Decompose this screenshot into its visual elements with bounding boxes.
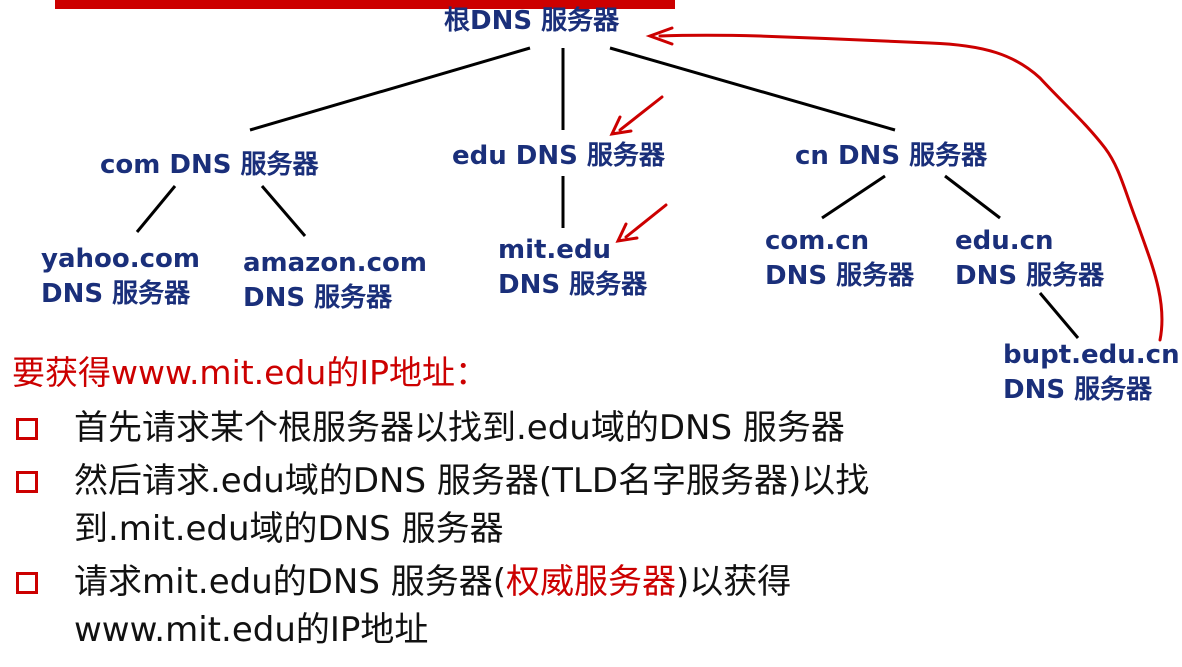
cn-dns-server: cn DNS 服务器 [795,141,988,171]
arrow-to-edu-head [609,115,633,136]
bullet-item-2: 然后请求.edu域的DNS 服务器(TLD名字服务器)以找 到.mit.edu域… [12,457,1172,553]
bullet-list: 首先请求某个根服务器以找到.edu域的DNS 服务器 然后请求.edu域的DNS… [12,404,1172,659]
authoritative-server-highlight: 权威服务器 [506,562,677,602]
edge-cn-comcn [821,174,886,220]
amazon-dns-server: amazon.com DNS 服务器 [243,248,427,313]
bullet-square-icon [16,418,38,440]
edu-dns-server: edu DNS 服务器 [452,141,665,171]
edge-root-com [249,46,531,132]
arrow-to-mit-shaft [624,203,668,239]
bullet-item-1: 首先请求某个根服务器以找到.edu域的DNS 服务器 [12,404,1172,452]
intro-heading: 要获得www.mit.edu的IP地址： [12,353,488,392]
bupt-dns-server: bupt.edu.cn DNS 服务器 [1003,340,1180,405]
mit-dns-server: mit.edu DNS 服务器 [498,235,648,300]
top-accent-bar [55,0,675,9]
educn-dns-server: edu.cn DNS 服务器 [955,226,1105,291]
query-path-arrowhead [645,26,674,46]
com-dns-server: com DNS 服务器 [100,150,319,180]
bullet-item-3: 请求mit.edu的DNS 服务器(权威服务器)以获得 www.mit.edu的… [12,558,1172,654]
bullet-square-icon [16,572,38,594]
query-path-curve [658,33,1164,342]
bullet-square-icon [16,471,38,493]
yahoo-dns-server: yahoo.com DNS 服务器 [41,244,200,309]
edge-cn-educn [944,174,1001,220]
edge-root-cn [609,46,896,132]
edge-educn-bupt [1038,292,1080,339]
arrow-to-mit-head [615,222,639,243]
arrow-to-edu-shaft [618,95,664,132]
edge-com-yahoo [135,185,177,233]
edge-com-amazon [260,185,307,237]
root-dns-server: 根DNS 服务器 [444,6,620,36]
comcn-dns-server: com.cn DNS 服务器 [765,226,915,291]
